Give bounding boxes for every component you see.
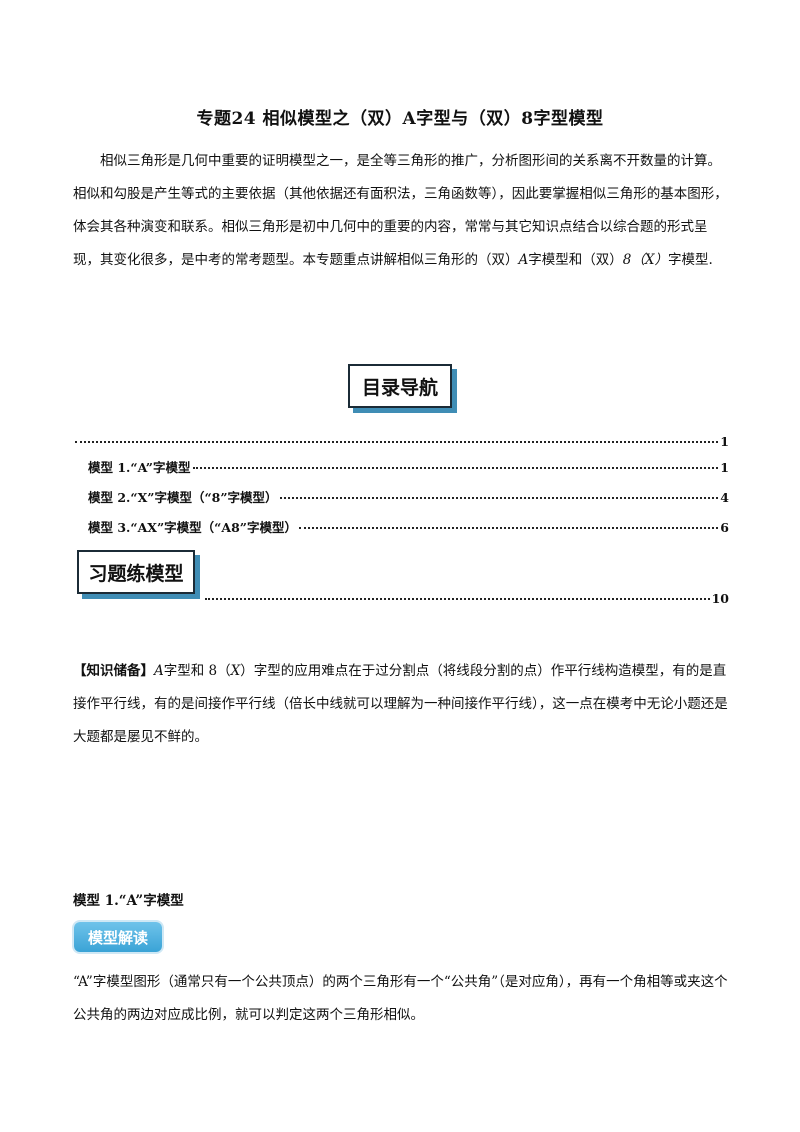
model-interpretation-badge: 模型解读: [74, 922, 162, 952]
exercise-banner: 习题练模型: [77, 550, 195, 594]
toc-entry-0[interactable]: 1: [73, 434, 729, 452]
intro-text-2: 字模型和（双）: [528, 252, 623, 268]
toc-leader: [75, 441, 719, 443]
intro-paragraph: 相似三角形是几何中重要的证明模型之一，是全等三角形的推广，分析图形间的关系离不开…: [73, 145, 729, 277]
toc-label: 模型 2.“X”字模型（“8”字模型）: [88, 490, 278, 505]
knowledge-italic-a: A: [154, 663, 164, 679]
toc-leader: [298, 527, 719, 529]
knowledge-paragraph: 【知识储备】A字型和 8（X）字型的应用难点在于过分割点（将线段分割的点）作平行…: [73, 655, 729, 754]
toc-leader: [192, 467, 719, 469]
document-title: 专题24 相似模型之（双）A字型与（双）8字型模型: [196, 109, 604, 129]
model-1-paragraph: “A”字模型图形（通常只有一个公共顶点）的两个三角形有一个“公共角”（是对应角）…: [73, 974, 728, 1023]
knowledge-text-2: ）字型的应用难点在于过分割点（将线段分割的点）作平行线构造模型，有的是直接作平行…: [73, 663, 728, 745]
intro-text-3: 字模型.: [667, 252, 713, 268]
toc-entry-model-1[interactable]: 模型 1.“A”字模型 1: [88, 457, 729, 475]
toc-leader: [205, 598, 710, 600]
toc-page-number: 1: [720, 460, 729, 475]
toc-page-number: 1: [720, 434, 729, 449]
knowledge-tag: 【知识储备】: [73, 663, 154, 679]
toc-entry-model-3[interactable]: 模型 3.“AX”字模型（“A8”字模型） 6: [88, 517, 729, 535]
toc-page-number: 4: [720, 490, 729, 505]
toc-entry-exercises[interactable]: 10: [203, 591, 729, 609]
knowledge-italic-x: X: [230, 663, 241, 679]
intro-text-1: 相似三角形是几何中重要的证明模型之一，是全等三角形的推广，分析图形间的关系离不开…: [73, 153, 728, 268]
toc-page-number: 6: [720, 520, 729, 535]
toc-page-number: 10: [711, 591, 729, 606]
intro-italic-a: A: [518, 252, 529, 268]
toc-leader: [279, 497, 719, 499]
toc-entry-model-2[interactable]: 模型 2.“X”字模型（“8”字模型） 4: [88, 487, 729, 505]
toc-banner: 目录导航: [348, 364, 452, 408]
intro-italic-8x: 8（X）: [622, 252, 668, 268]
toc-label: 模型 3.“AX”字模型（“A8”字模型）: [88, 520, 297, 535]
knowledge-text-1: 字型和 8（: [163, 663, 231, 679]
toc-label: 模型 1.“A”字模型: [88, 460, 191, 475]
section-heading-model-1: 模型 1.“A”字模型: [73, 893, 184, 909]
